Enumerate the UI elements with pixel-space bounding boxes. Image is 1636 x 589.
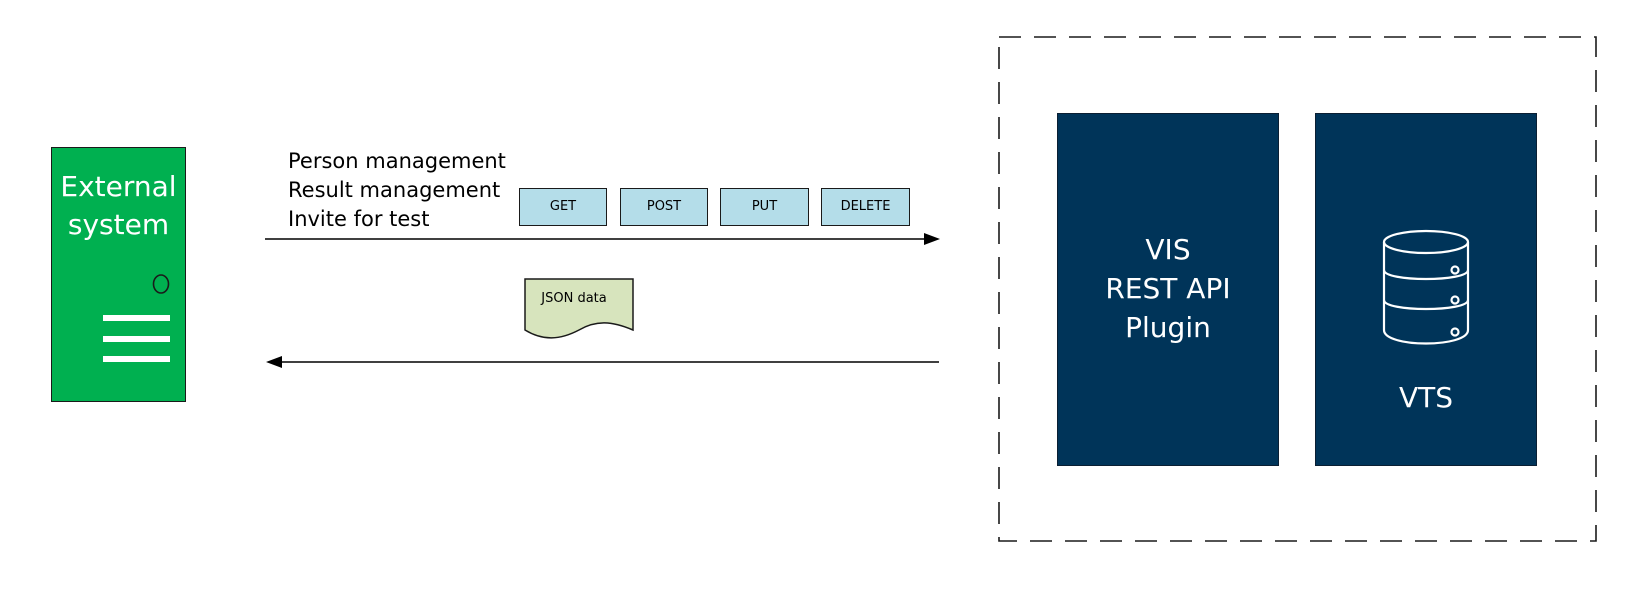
server-vent-line-1: [103, 315, 170, 321]
vis-rest-api-plugin-panel: [1057, 113, 1279, 466]
method-delete-box: DELETE: [821, 188, 910, 226]
vis-panel-line2: REST API: [1105, 272, 1231, 305]
request-arrowhead-icon: [924, 233, 940, 245]
request-line-result-management: Result management: [288, 178, 501, 202]
vts-database-overlay: [1382, 229, 1470, 345]
vts-panel-label: VTS: [1398, 381, 1454, 414]
request-line-invite-for-test: Invite for test: [288, 207, 430, 231]
json-document-shape: [524, 278, 634, 339]
server-vent-line-3: [103, 356, 170, 362]
vis-panel-line1: VIS: [1145, 233, 1191, 266]
external-system-label-line1: External: [60, 170, 177, 203]
vts-panel: [1315, 113, 1537, 466]
external-system-label: External system: [51, 168, 186, 244]
system-boundary-dashed: [998, 36, 1597, 542]
external-system-label-line2: system: [67, 208, 170, 241]
server-indicator-icon: [152, 274, 170, 294]
server-vent-line-2: [103, 336, 170, 342]
vts-database-icon: [1382, 229, 1470, 345]
json-data-label: JSON data: [541, 291, 607, 306]
request-line-person-management: Person management: [288, 149, 506, 173]
method-put-box: PUT: [720, 188, 809, 226]
vis-panel-line3: Plugin: [1125, 311, 1211, 344]
method-get-box: GET: [519, 188, 607, 226]
response-arrowhead-icon: [266, 356, 282, 368]
method-post-box: POST: [620, 188, 708, 226]
vis-panel-label: VIS REST API Plugin: [1057, 230, 1279, 347]
